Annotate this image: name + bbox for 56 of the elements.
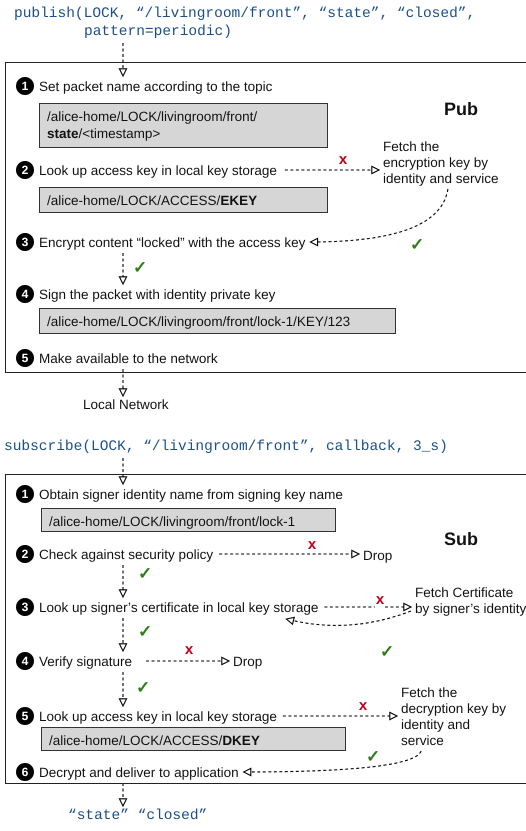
dashed-arrow [118,253,128,285]
dashed-arrow [286,610,412,626]
name-box: /alice-home/LOCK/ACCESS/DKEY [41,727,346,751]
step-number-badge: 5 [16,349,34,367]
step-number-badge: 2 [16,545,34,563]
note-text: Local Network [83,397,169,413]
name-box: /alice-home/LOCK/ACCESS/EKEY [39,187,328,213]
panel-frame [5,62,526,373]
name-box: /alice-home/LOCK/livingroom/front/ state/<timestamp> [39,103,328,148]
step-text: Verify signature [39,654,132,668]
dashed-arrow [146,656,230,666]
dashed-arrow [118,783,128,807]
step-text: Decrypt and deliver to application [39,764,239,780]
step-number-badge: 6 [16,763,34,781]
note-text: Fetch the encryption key by identity and service [383,139,501,187]
dashed-arrow [118,458,128,485]
panel-frame [5,474,526,784]
step-text: Look up access key in local key storage [39,708,277,724]
step-text: Look up access key in local key storage [39,162,277,178]
step-number-badge: 4 [16,652,34,670]
dashed-arrow [324,602,412,612]
step-text: Make available to the network [39,350,218,366]
panel-title: Sub [443,529,479,550]
dashed-arrow [284,166,380,174]
step-text: Encrypt content “locked” with the access key [39,234,306,250]
step-number-badge: 3 [16,598,34,616]
step-text: Check against security policy [39,546,214,562]
dashed-arrow [118,618,128,652]
step-text: Obtain signer identity name from signing key name [39,486,343,502]
note-text: Fetch Certificate by signer’s identity [415,585,526,617]
dashed-arrow [118,369,128,397]
dashed-arrow [118,43,128,77]
dashed-arrow [118,672,128,707]
step-text: Look up signer’s certificate in local key storage [39,600,318,614]
step-text: Sign the packet with identity private key [39,286,276,302]
name-box: /alice-home/LOCK/livingroom/front/lock-1 [41,508,336,532]
step-number-badge: 3 [16,233,34,251]
dashed-arrow [118,565,128,598]
dashed-arrow [219,550,360,558]
dashed-arrow [282,712,398,720]
code-call: subscribe(LOCK, “/livingroom/front”, callback, 3_s) [4,438,448,456]
dashed-arrow [243,750,422,776]
step-number-badge: 1 [16,77,34,95]
panel-title: Pub [443,99,479,120]
note-text: Fetch the decryption key by identity and service [401,685,513,749]
dashed-arrow [310,188,448,246]
step-number-badge: 5 [16,707,34,725]
step-text: Set packet name according to the topic [39,78,272,94]
step-number-badge: 2 [16,161,34,179]
step-number-badge: 4 [16,285,34,303]
code-call: “state” “closed” [68,807,208,825]
note-text: Drop [233,654,262,670]
note-text: Drop [363,548,392,564]
name-box: /alice-home/LOCK/livingroom/front/lock-1/KEY/123 [39,308,396,334]
code-call: publish(LOCK, “/livingroom/front”, “state”, “closed”, pattern=periodic) [14,5,494,41]
step-number-badge: 1 [16,485,34,503]
